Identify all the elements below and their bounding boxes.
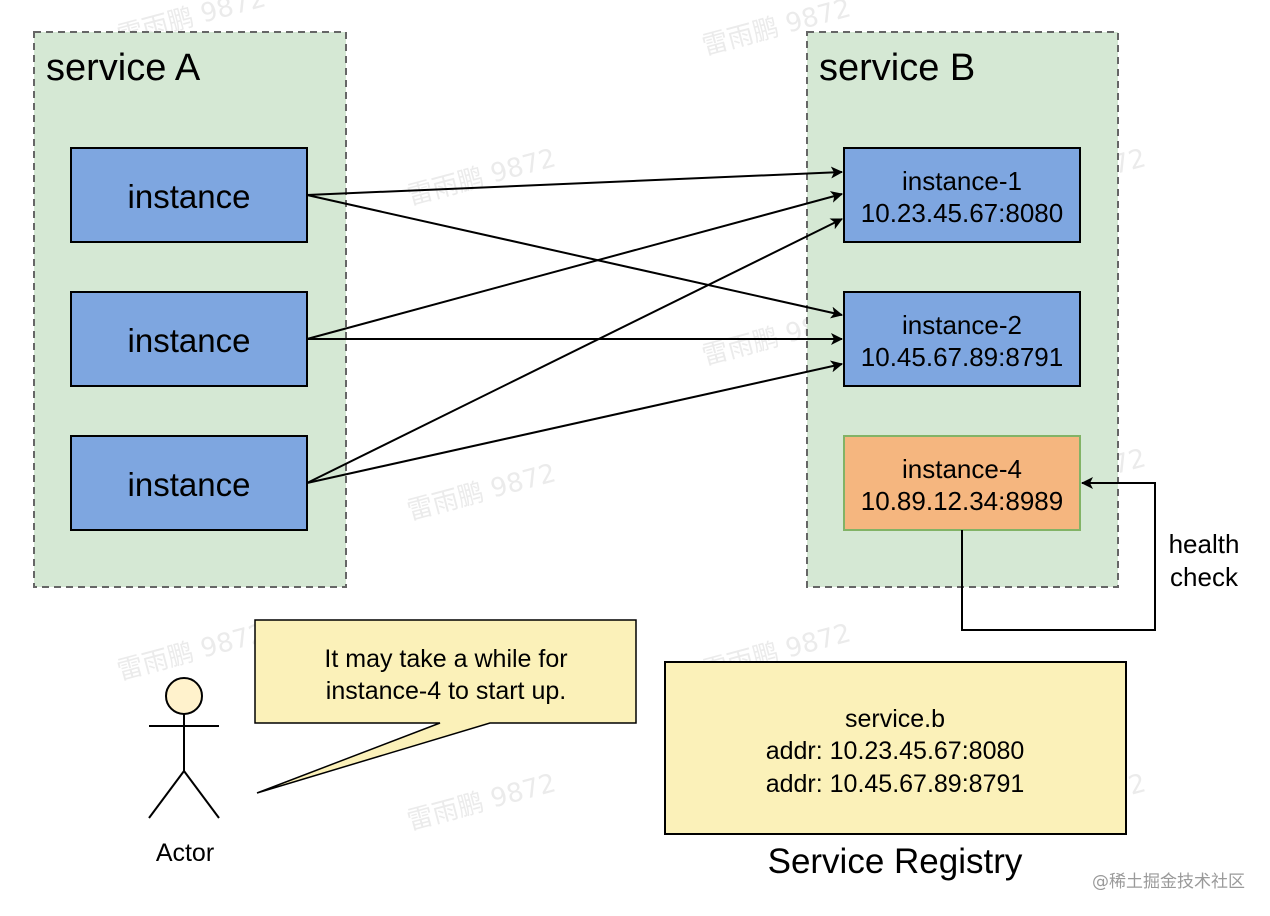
service-a-instance-box — [70, 291, 308, 387]
watermark-text: 雷雨鹏 9872 — [114, 618, 269, 686]
registry-service-name: service.b — [845, 705, 945, 733]
instance-1-name: instance-1 — [902, 166, 1022, 196]
actor-leg-right — [183, 770, 220, 819]
service-a-instance-label: instance — [128, 466, 251, 503]
health-check-arrow — [961, 477, 1156, 631]
service-a-instance-label: instance — [128, 178, 251, 215]
instance-4-name: instance-4 — [902, 454, 1022, 484]
speech-text-line2: instance-4 to start up. — [326, 677, 566, 705]
service-a-instance-label: instance — [128, 322, 251, 359]
health-check-label-line1: health — [1169, 529, 1240, 559]
actor-figure — [148, 677, 220, 819]
health-check-group: health check — [961, 477, 1240, 631]
service-b-instance-1-box — [843, 147, 1081, 243]
speech-bubble-shape — [254, 619, 637, 794]
instance-2-addr: 10.45.67.89:8791 — [861, 342, 1063, 372]
registry-entry: addr: 10.23.45.67:8080 — [766, 737, 1025, 765]
service-b-title: service B — [819, 47, 975, 89]
service-registry: service.b addr: 10.23.45.67:8080 addr: 1… — [664, 661, 1127, 881]
speech-bubble: It may take a while for instance-4 to st… — [254, 619, 637, 794]
watermark-text: 雷雨鹏 9872 — [404, 768, 559, 836]
instance-4-addr: 10.89.12.34:8989 — [861, 486, 1063, 516]
service-b-instance-2-box — [843, 291, 1081, 387]
registry-entry: addr: 10.45.67.89:8791 — [766, 770, 1025, 798]
service-a-group: service A instance instance instance — [33, 31, 347, 588]
site-credit-watermark: @稀土掘金技术社区 — [1092, 872, 1245, 892]
service-a-title: service A — [46, 47, 201, 89]
instance-2-name: instance-2 — [902, 310, 1022, 340]
service-b-group: service B instance-1 10.23.45.67:8080 in… — [806, 31, 1119, 588]
actor-head — [165, 677, 203, 715]
actor-label: Actor — [156, 839, 214, 867]
watermark-text: 雷雨鹏 9872 — [404, 458, 559, 526]
service-b-instance-4-box — [843, 435, 1081, 531]
watermark-text: 雷雨鹏 9872 — [404, 143, 559, 211]
arrow-a1-to-b1 — [306, 166, 843, 196]
instance-1-addr: 10.23.45.67:8080 — [861, 198, 1063, 228]
speech-text-line1: It may take a while for — [324, 645, 567, 673]
actor-leg-left — [148, 770, 185, 819]
arrow-a2-to-b1 — [306, 191, 843, 340]
arrow-a1-to-b2 — [306, 194, 843, 319]
registry-box — [664, 661, 1127, 835]
arrow-a3-to-b2 — [306, 360, 843, 484]
request-arrows — [306, 166, 843, 484]
health-check-label-line2: check — [1170, 562, 1239, 592]
registry-caption: Service Registry — [768, 842, 1023, 881]
arrow-a3-to-b1 — [306, 218, 843, 484]
